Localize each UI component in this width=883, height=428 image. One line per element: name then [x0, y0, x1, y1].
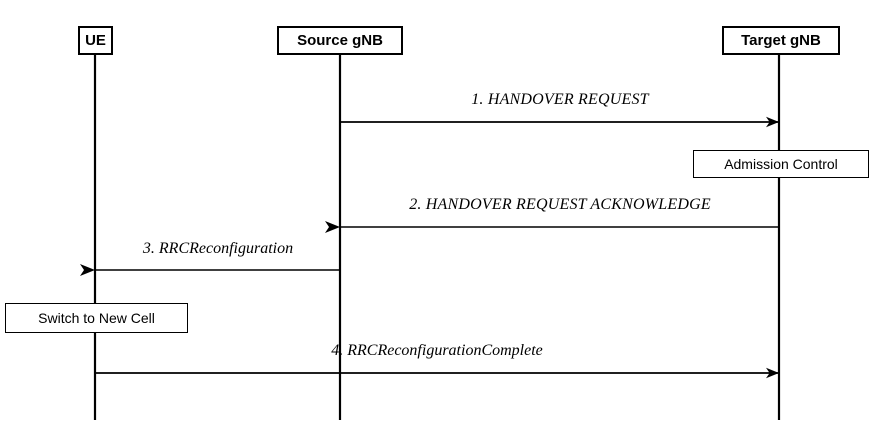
lifeline-label-target-gnb: Target gNB — [741, 32, 821, 49]
message-label-2: 2. HANDOVER REQUEST ACKNOWLEDGE — [409, 196, 711, 213]
action-box-switch-to-new-cell[interactable]: Switch to New Cell — [5, 303, 188, 333]
message-label-4: 4. RRCReconfigurationComplete — [331, 342, 543, 359]
message-label-1: 1. HANDOVER REQUEST — [471, 91, 649, 108]
message-label-3: 3. RRCReconfiguration — [142, 240, 294, 257]
action-box-label-admission-control: Admission Control — [724, 156, 838, 172]
lifeline-head-source-gnb[interactable]: Source gNB — [277, 26, 403, 55]
action-box-label-switch-to-new-cell: Switch to New Cell — [38, 310, 155, 326]
lifeline-label-source-gnb: Source gNB — [297, 32, 383, 49]
lifeline-head-ue[interactable]: UE — [78, 26, 113, 55]
lifeline-label-ue: UE — [85, 32, 106, 49]
lifeline-head-target-gnb[interactable]: Target gNB — [722, 26, 840, 55]
action-box-admission-control[interactable]: Admission Control — [693, 150, 869, 178]
